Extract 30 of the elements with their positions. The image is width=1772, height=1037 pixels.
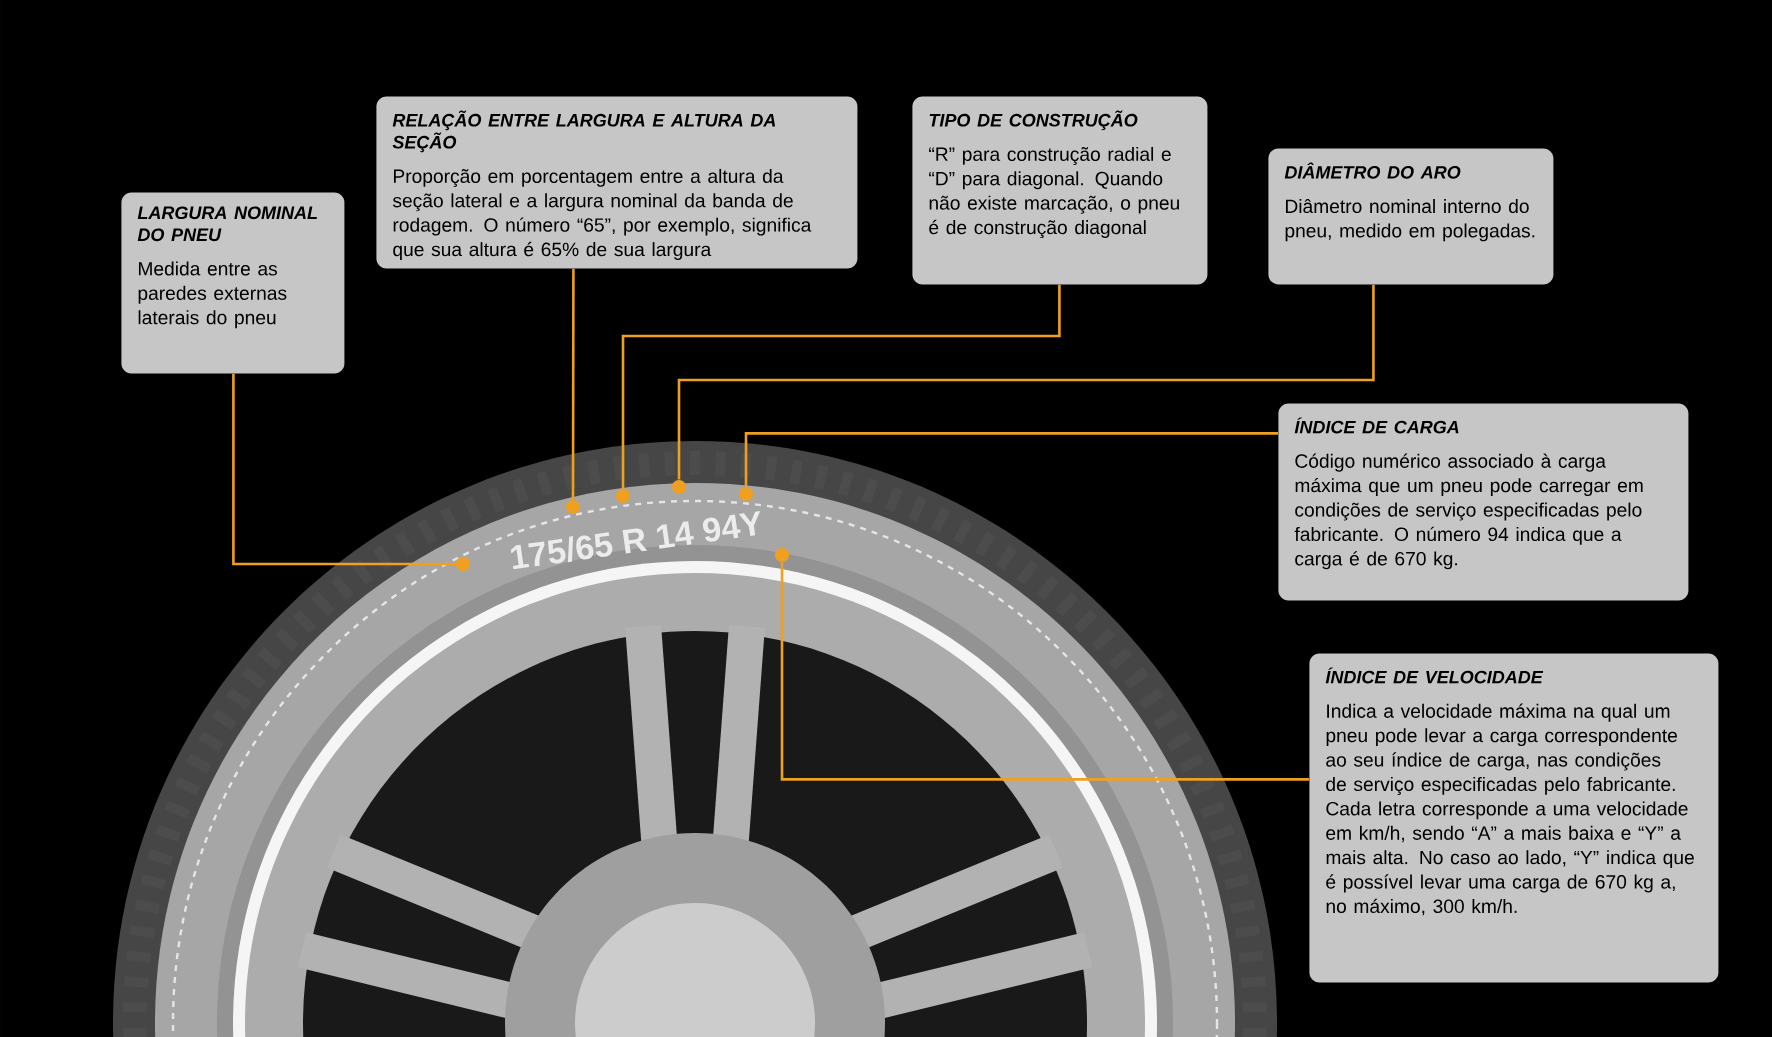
- box-description: “R” para construção radial e “D” para diagonal. Quando não existe marcação, o pneu é de construção diagonal: [929, 146, 1179, 239]
- box-title: RELAÇÃO ENTRE LARGURA E ALTURA DA SEÇÃO: [392, 110, 776, 153]
- leader-line: [677, 284, 1375, 480]
- box-title: ÍNDICE DE CARGA: [1294, 417, 1459, 434]
- box-title: TIPO DE CONSTRUÇÃO: [929, 110, 1138, 131]
- sidewall-marking: 175/65 R 14 94Y: [510, 511, 761, 570]
- marker-dot: [739, 487, 753, 501]
- box-title: DIÂMETRO DO ARO: [1284, 162, 1461, 179]
- leader-line: [621, 284, 1061, 489]
- leader-line: [744, 432, 1278, 487]
- leader-line: [571, 268, 575, 500]
- box-description: Indica a velocidade máxima na qual um pneu pode levar a carga correspondente ao seu índice de carga, nas condições de serviço especificadas pelo fabricante. Cada letra corresponde a uma velocidade em km/h, sendo “A” a mais baixa e “Y” a mais alta. No caso ao lado, “Y” indica que é possível levar uma carga de 670 kg a, no máximo, 300 km/h.: [1326, 703, 1694, 916]
- box-title: ÍNDICE DE VELOCIDADE: [1325, 667, 1544, 684]
- box-description: Medida entre as paredes externas laterais do pneu: [138, 261, 287, 329]
- info-box: [1268, 148, 1554, 285]
- info-box: [912, 96, 1208, 285]
- box-description: Código numérico associado à carga máxima que um pneu pode carregar em condições de serviço especificadas pelo fabricante. O número 94 indica que a carga é de 670 kg.: [1294, 453, 1643, 570]
- marker-dot: [616, 489, 630, 503]
- marker-dot: [566, 500, 580, 514]
- info-box: [376, 96, 858, 269]
- box-description: Diâmetro nominal interno do pneu, medido em polegadas.: [1285, 198, 1535, 242]
- box-description: Proporção em porcentagem entre a altura da seção lateral e a largura nominal da banda de rodagem. O número “65”, por exemplo, significa que sua altura é 65% de sua largura: [392, 168, 812, 260]
- marker-dot: [456, 557, 470, 571]
- marker-dot: [672, 480, 686, 494]
- box-title: LARGURA NOMINAL DO PNEU: [137, 206, 317, 242]
- marker-dot: [775, 548, 789, 562]
- info-box: [121, 192, 345, 374]
- info-box: [1309, 653, 1719, 983]
- info-box: [1278, 403, 1689, 601]
- leader-line: [232, 373, 456, 566]
